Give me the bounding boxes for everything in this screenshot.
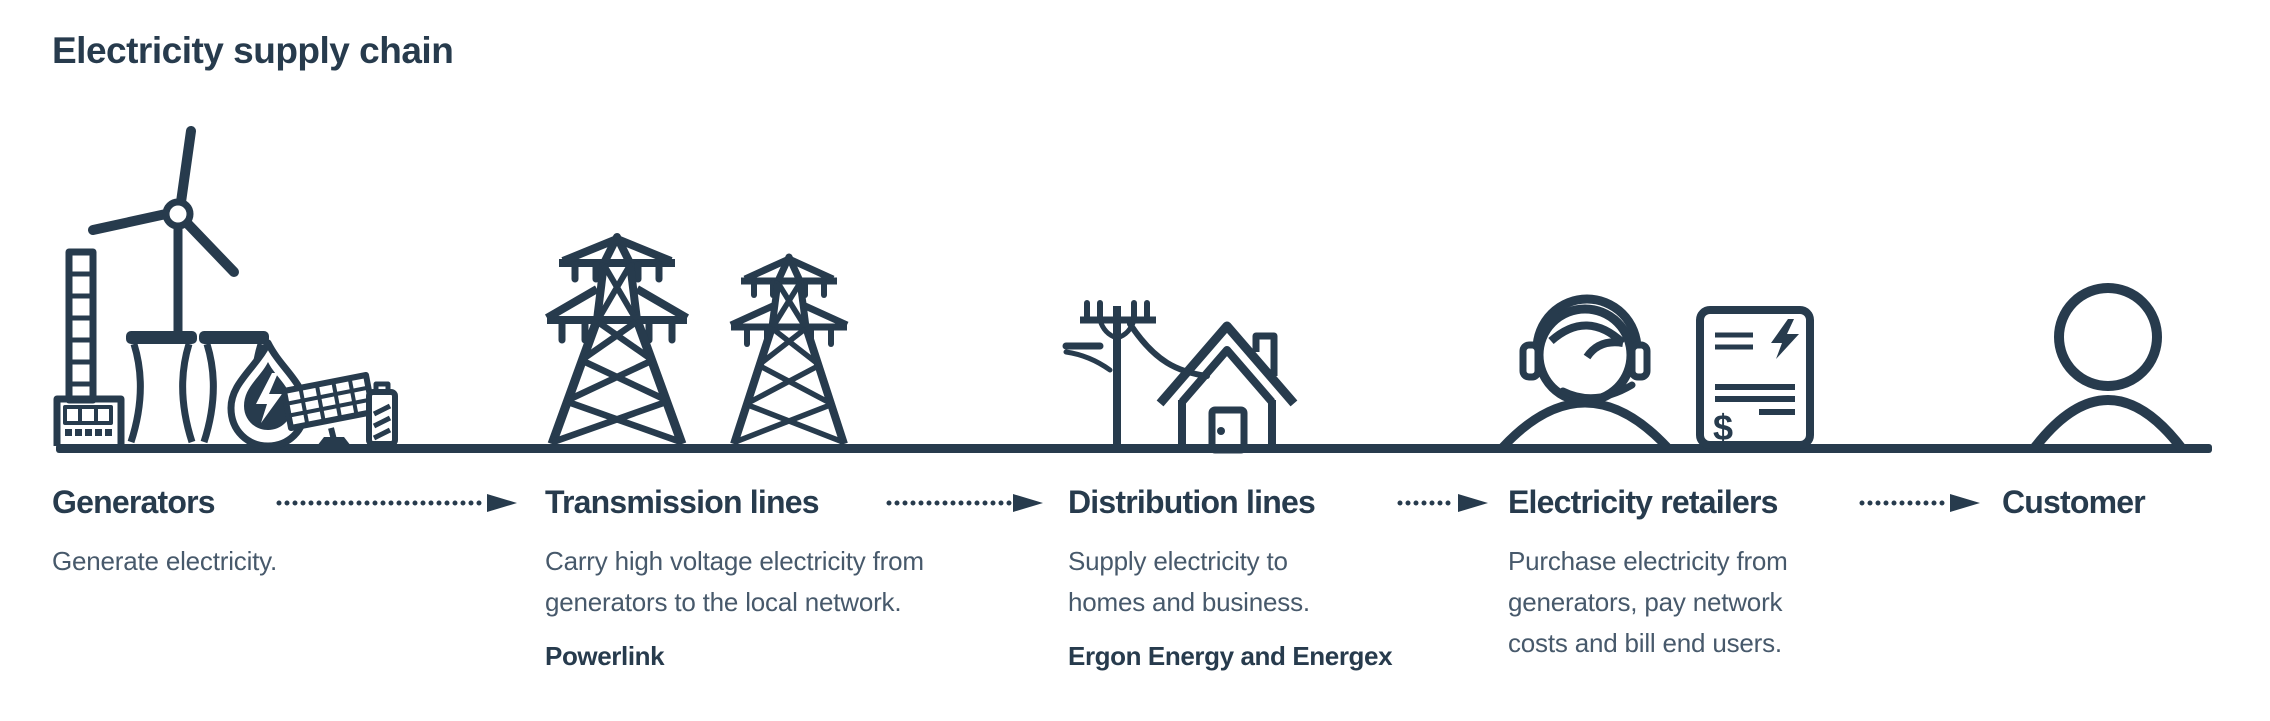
headset-earcup-right <box>1628 341 1651 381</box>
transmission-towers-icon <box>544 233 849 446</box>
flow-arrow-3 <box>1397 494 1488 512</box>
stage-label-electricity-retailers: Electricity retailers <box>1508 484 1778 520</box>
factory-building-icon <box>53 395 125 446</box>
dollar-sign: $ <box>1713 407 1733 448</box>
person-head <box>2054 283 2162 391</box>
door <box>1208 406 1248 454</box>
stage-description-electricity-retailers: Purchase electricity from generators, pa… <box>1508 546 1788 658</box>
stage-label-transmission-lines: Transmission lines <box>545 484 820 520</box>
wind-turbine-icon <box>88 126 239 344</box>
electricity-bill-icon: $ <box>1696 306 1814 449</box>
flow-arrow-4 <box>1859 494 1980 512</box>
power-wire <box>1127 321 1210 379</box>
pylon-small-icon <box>729 253 849 446</box>
operator-label-ergon-energex: Ergon Energy and Energex <box>1068 641 1393 671</box>
generation-sources-icon <box>53 126 398 450</box>
factory-chimney-icon <box>65 248 97 404</box>
arrowhead <box>1950 494 1980 512</box>
stage-description-distribution-lines: Supply electricity to homes and business… <box>1068 546 1310 617</box>
person-icon <box>2029 283 2187 454</box>
person-shoulders <box>2029 395 2187 454</box>
power-pole-icon <box>1062 300 1210 450</box>
hair-swoosh <box>1583 338 1624 360</box>
door-knob <box>1217 427 1225 435</box>
stage-label-generators: Generators <box>52 484 216 520</box>
lightning-bolt-icon <box>256 373 282 423</box>
power-pole-and-house-icon <box>1062 300 1298 454</box>
pylon-large-icon <box>544 233 690 446</box>
stage-label-distribution-lines: Distribution lines <box>1068 484 1316 520</box>
stage-label-customer: Customer <box>2002 484 2146 520</box>
call-centre-agent-and-bill-icon: $ <box>1499 294 1814 451</box>
ground-line <box>56 444 2212 453</box>
battery-icon <box>366 381 398 447</box>
arrowhead <box>1013 494 1043 512</box>
stage-description-generators: Generate electricity. <box>52 546 278 576</box>
headset-band <box>1532 294 1642 350</box>
flow-arrow-1 <box>276 494 517 512</box>
flow-arrow-2 <box>886 494 1043 512</box>
page-title: Electricity supply chain <box>52 30 454 71</box>
hair <box>1548 321 1626 346</box>
headset-earcup-left <box>1519 341 1542 381</box>
chimney <box>1252 332 1278 376</box>
house-icon <box>1156 321 1298 454</box>
call-centre-agent-icon <box>1499 294 1671 451</box>
solar-panel-icon <box>281 372 376 446</box>
shoulders <box>1499 398 1671 451</box>
headset-mic <box>1559 381 1636 402</box>
operator-label-powerlink: Powerlink <box>545 641 665 671</box>
arrowhead <box>487 494 517 512</box>
stage-description-transmission-lines: Carry high voltage electricity from gene… <box>545 546 924 617</box>
lightning-bolt-icon <box>1771 319 1799 359</box>
arrowhead <box>1458 494 1488 512</box>
